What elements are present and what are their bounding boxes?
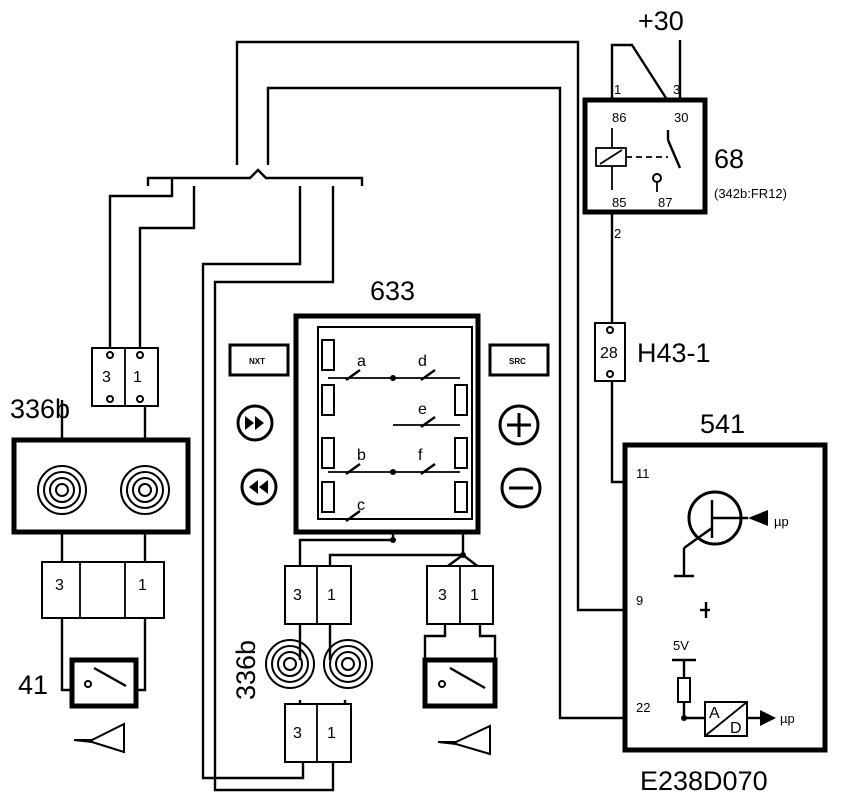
clockspring-left-box <box>11 437 191 535</box>
wire-633-b <box>328 553 463 568</box>
ecu-box <box>622 442 828 753</box>
right-top-pin3: 3 <box>438 587 447 604</box>
switch-e-label: e <box>418 401 427 418</box>
horn-switch-right <box>422 657 498 709</box>
steering-buttons: NXT SRC <box>228 343 550 509</box>
left-bottom-pin1: 1 <box>138 577 147 594</box>
horn-switch-41 <box>69 657 139 709</box>
left-bottom-pin3: 3 <box>55 577 64 594</box>
ecu-5v-label: 5V <box>673 638 689 653</box>
harness-bracket <box>146 168 364 186</box>
relay-pin-30-label: 30 <box>674 110 688 125</box>
wire-336b-3 <box>108 178 174 350</box>
spiral-mid-1 <box>265 639 315 689</box>
ecu-mup2-label: µp <box>780 711 795 726</box>
h43-pin-label: 28 <box>600 345 618 362</box>
wire-relay-1 <box>610 43 668 99</box>
clockspring-left-label: 336b <box>10 394 70 424</box>
module-633-label: 633 <box>370 276 415 306</box>
relay-id-label: 68 <box>714 144 744 174</box>
wire-lower-3 <box>201 186 305 780</box>
connector-mid-top <box>284 565 352 625</box>
relay-pin-1-label: 1 <box>614 82 621 97</box>
wire-ecu-pin9 <box>235 40 700 612</box>
spiral-mid-2 <box>323 639 373 689</box>
connector-h43: 28 H43-1 <box>594 322 711 382</box>
relay-pin-87-label: 87 <box>658 195 672 210</box>
relay-pin-85-label: 85 <box>612 195 626 210</box>
horn-icon-left <box>73 722 125 754</box>
relay-pin-3-label: 3 <box>673 82 680 97</box>
ecu-id-label: 541 <box>700 409 745 439</box>
wire-ecu-pin22 <box>266 86 685 720</box>
wire-lower-1 <box>213 186 335 792</box>
clockspring-mid-label: 336b <box>231 640 261 700</box>
src-button-label: SRC <box>509 357 526 366</box>
right-top-pin1: 1 <box>470 587 479 604</box>
left-top-pin3: 3 <box>102 369 111 386</box>
ad-a-label: A <box>709 705 720 722</box>
connector-left-bottom <box>41 561 165 619</box>
src-button[interactable] <box>488 343 550 377</box>
clockspring-left-group: 3 1 336b 3 1 41 <box>10 347 191 754</box>
relay-note-label: (342b:FR12) <box>714 186 787 201</box>
switch-d-label: d <box>418 353 427 370</box>
h43-label: H43-1 <box>637 338 711 368</box>
diagram-code-label: E238D070 <box>640 766 768 796</box>
connector-mid-bottom <box>284 703 352 763</box>
ad-d-label: D <box>730 720 742 737</box>
ecu-mup1-label: µp <box>774 514 789 529</box>
horn-icon-right <box>437 724 491 756</box>
nxt-button-label: NXT <box>249 357 265 366</box>
relay-68: 1 3 86 30 85 87 2 68 (342b:FR12) <box>582 82 787 241</box>
ecu-pin-11-label: 11 <box>636 466 650 481</box>
nxt-button[interactable] <box>228 343 290 377</box>
mid-top-pin1: 1 <box>327 587 336 604</box>
supply-label: +30 <box>638 6 684 36</box>
relay-box <box>582 97 708 215</box>
ecu-pin-9-label: 9 <box>636 593 643 608</box>
module-541: 541 11 9 22 µp 5V A D µp <box>622 409 828 753</box>
mid-bottom-pin3: 3 <box>293 725 302 742</box>
left-top-pin1: 1 <box>133 369 142 386</box>
module-633: 633 a d e b f c <box>293 276 481 558</box>
spiral-left-2 <box>120 465 170 515</box>
switch-c-label: c <box>357 497 365 514</box>
switch-a-label: a <box>357 353 366 370</box>
relay-pin-86-label: 86 <box>612 110 626 125</box>
mid-bottom-pin1: 1 <box>327 725 336 742</box>
ecu-pin-22-label: 22 <box>636 700 650 715</box>
switch-f-label: f <box>418 447 423 464</box>
switch-b-label: b <box>357 447 366 464</box>
mid-top-pin3: 3 <box>293 587 302 604</box>
wire-633-a <box>298 538 393 568</box>
horn-41-label: 41 <box>18 670 48 700</box>
clockspring-mid-group: 3 1 3 1 336b 3 1 <box>231 565 498 763</box>
spiral-left-1 <box>37 465 87 515</box>
wire-336b-1 <box>138 186 196 350</box>
relay-pin-2-label: 2 <box>614 226 621 241</box>
